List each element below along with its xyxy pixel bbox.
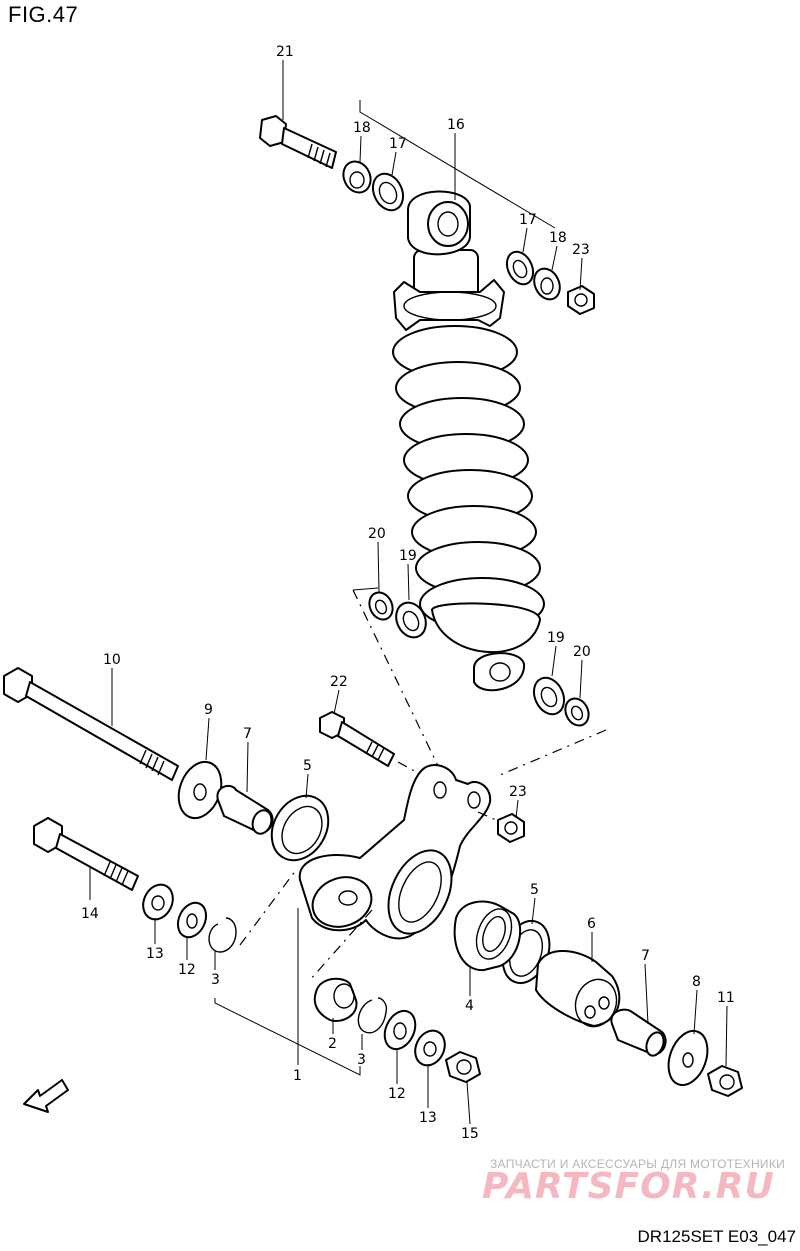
nut-23-upper (567, 285, 595, 315)
callout-11: 11 (717, 990, 735, 1006)
callout-23: 23 (572, 242, 590, 258)
callout-1: 1 (293, 1068, 302, 1084)
bolt-10 (3, 667, 179, 781)
washer-20-left (368, 591, 394, 621)
callout-20: 20 (368, 526, 386, 542)
washer-8 (667, 1029, 709, 1087)
collar-6 (535, 949, 621, 1028)
callout-16: 16 (447, 117, 465, 133)
callout-7: 7 (243, 726, 252, 742)
callout-8: 8 (692, 974, 701, 990)
callout-labels: 21 18 17 16 17 18 23 20 19 19 20 10 22 9… (81, 44, 735, 1142)
circlip-3-lower (357, 997, 388, 1034)
callout-13: 13 (419, 1110, 437, 1126)
washer-19-right (532, 676, 566, 716)
callout-3: 3 (211, 972, 220, 988)
nut-18-upper (342, 160, 372, 194)
spacer-7-left (216, 784, 274, 835)
forward-arrow-icon: FWD (23, 1079, 69, 1113)
bolt-21 (259, 115, 337, 169)
nut-13-left (142, 883, 174, 921)
washer-19-left (395, 601, 427, 639)
callout-5: 5 (303, 758, 312, 774)
callout-21: 21 (276, 44, 294, 60)
watermark-caption: ЗАПЧАСТИ И АКСЕССУАРЫ ДЛЯ МОТОТЕХНИКИ (490, 1157, 786, 1171)
callout-23: 23 (509, 784, 527, 800)
bolt-22 (319, 711, 395, 767)
drawing-code: DR125SET E03_047 (637, 1227, 796, 1246)
callout-6: 6 (587, 916, 596, 932)
washer-17-upper (371, 172, 405, 212)
callout-4: 4 (465, 998, 474, 1014)
figure-title: FIG.47 (8, 2, 79, 27)
nut-23-lower (497, 813, 525, 843)
bolt-14 (33, 817, 139, 891)
callout-14: 14 (81, 906, 99, 922)
callout-19: 19 (547, 630, 565, 646)
seal-5-left (270, 794, 330, 862)
callout-15: 15 (461, 1126, 479, 1142)
callout-7: 7 (641, 948, 650, 964)
nut-13-lower (414, 1029, 446, 1067)
callout-9: 9 (204, 702, 213, 718)
callout-12: 12 (178, 962, 196, 978)
washer-17-right (505, 250, 535, 286)
washer-12-lower (383, 1009, 417, 1051)
callout-20: 20 (573, 644, 591, 660)
callout-19: 19 (399, 548, 417, 564)
callout-18: 18 (549, 230, 567, 246)
callout-10: 10 (103, 652, 121, 668)
spacer-7-right (610, 1008, 667, 1057)
callout-3: 3 (357, 1052, 366, 1068)
callout-2: 2 (328, 1036, 337, 1052)
nut-18-right (533, 267, 561, 301)
watermark-logo: PARTSFOR.RU (482, 1166, 775, 1207)
washer-20-right (564, 697, 590, 727)
callout-22: 22 (330, 674, 348, 690)
callout-13: 13 (146, 946, 164, 962)
bearing-4 (453, 900, 522, 972)
callout-17: 17 (519, 212, 537, 228)
leader-lines (89, 60, 728, 1125)
callout-17: 17 (389, 136, 407, 152)
nut-11 (707, 1065, 743, 1097)
callout-18: 18 (353, 120, 371, 136)
cushion-lever-1 (298, 764, 492, 940)
shock-absorber-16 (392, 190, 545, 692)
callout-12: 12 (388, 1086, 406, 1102)
circlip-3-left (208, 917, 237, 953)
callout-5: 5 (530, 882, 539, 898)
nut-15 (445, 1051, 481, 1083)
washer-12-left (176, 901, 208, 939)
bushing-2 (313, 977, 358, 1022)
